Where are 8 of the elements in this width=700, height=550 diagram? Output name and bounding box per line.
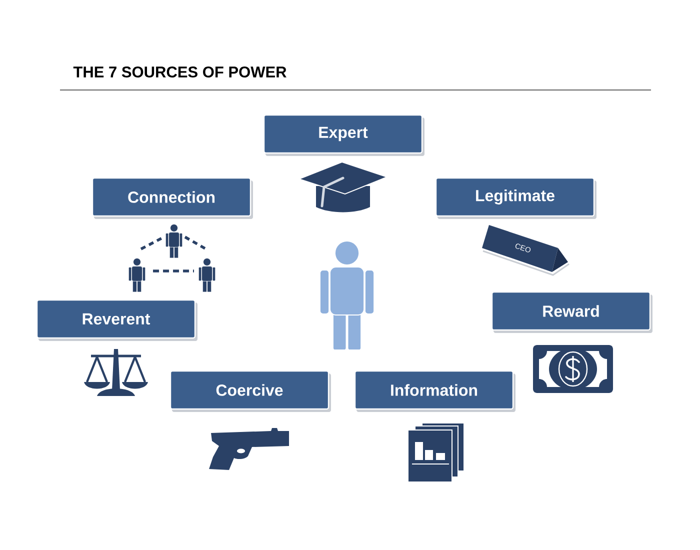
label-box: Expert <box>263 114 424 156</box>
label-box: Connection <box>92 177 253 219</box>
title: THE 7 SOURCES OF POWER <box>73 66 286 78</box>
label-box: Information <box>354 370 516 412</box>
label-box: Coercive <box>170 370 331 412</box>
label-box: Reverent <box>36 299 198 341</box>
label-box: Legitimate <box>435 177 596 219</box>
label-box: Reward <box>491 291 652 333</box>
